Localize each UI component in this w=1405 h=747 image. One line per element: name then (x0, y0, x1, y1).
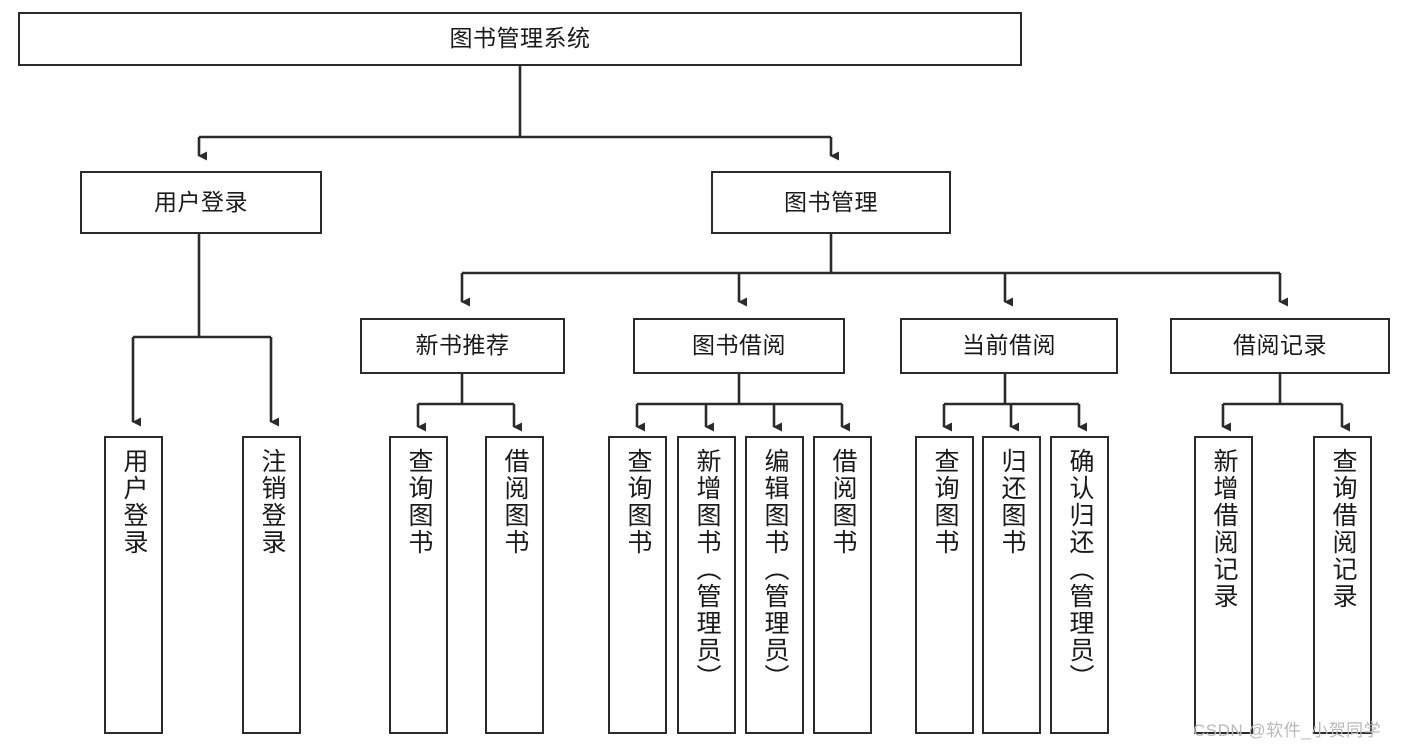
node-leaf-edit-book[interactable]: 编辑图书（管理员） (745, 436, 804, 734)
node-leaf-add-record-label: 新增借阅记录 (1210, 448, 1238, 610)
node-leaf-query-book-2-label: 查询图书 (624, 448, 652, 556)
node-book-manage-label: 图书管理 (784, 188, 878, 215)
node-leaf-borrow-book-1-label: 借阅图书 (501, 448, 529, 556)
node-leaf-borrow-book-1[interactable]: 借阅图书 (485, 436, 544, 734)
node-leaf-borrow-book-2-label: 借阅图书 (829, 448, 857, 556)
node-leaf-query-record[interactable]: 查询借阅记录 (1313, 436, 1372, 734)
node-leaf-query-book-2[interactable]: 查询图书 (608, 436, 667, 734)
node-borrow-record[interactable]: 借阅记录 (1170, 318, 1390, 374)
node-leaf-user-login[interactable]: 用户登录 (104, 436, 163, 734)
node-book-manage[interactable]: 图书管理 (711, 171, 951, 234)
node-current-borrow[interactable]: 当前借阅 (900, 318, 1118, 374)
node-leaf-logout-label: 注销登录 (258, 448, 286, 556)
node-book-borrow[interactable]: 图书借阅 (633, 318, 845, 374)
node-borrow-record-label: 借阅记录 (1233, 332, 1327, 359)
node-leaf-edit-book-label: 编辑图书（管理员） (761, 448, 789, 691)
watermark-text: CSDN @软件_小贺同学 (1193, 721, 1382, 740)
node-leaf-add-book-label: 新增图书（管理员） (693, 448, 721, 691)
node-new-book-rec[interactable]: 新书推荐 (360, 318, 565, 374)
node-leaf-borrow-book-2[interactable]: 借阅图书 (813, 436, 872, 734)
node-leaf-query-book-3-label: 查询图书 (931, 448, 959, 556)
node-book-borrow-label: 图书借阅 (692, 332, 786, 359)
node-leaf-query-book-3[interactable]: 查询图书 (915, 436, 974, 734)
node-leaf-user-login-label: 用户登录 (120, 448, 148, 556)
node-leaf-logout[interactable]: 注销登录 (242, 436, 301, 734)
node-root[interactable]: 图书管理系统 (18, 12, 1022, 66)
node-leaf-confirm-return[interactable]: 确认归还（管理员） (1050, 436, 1109, 734)
node-leaf-confirm-return-label: 确认归还（管理员） (1066, 448, 1094, 691)
node-leaf-add-book[interactable]: 新增图书（管理员） (677, 436, 736, 734)
node-user-login[interactable]: 用户登录 (80, 171, 322, 234)
node-user-login-label: 用户登录 (154, 188, 248, 215)
node-leaf-query-book-1-label: 查询图书 (405, 448, 433, 556)
node-leaf-return-book[interactable]: 归还图书 (982, 436, 1041, 734)
node-leaf-query-record-label: 查询借阅记录 (1329, 448, 1357, 610)
node-new-book-rec-label: 新书推荐 (415, 332, 510, 359)
node-leaf-return-book-label: 归还图书 (998, 448, 1026, 556)
node-root-label: 图书管理系统 (449, 25, 591, 52)
node-leaf-add-record[interactable]: 新增借阅记录 (1194, 436, 1253, 734)
node-current-borrow-label: 当前借阅 (962, 332, 1056, 359)
node-leaf-query-book-1[interactable]: 查询图书 (389, 436, 448, 734)
